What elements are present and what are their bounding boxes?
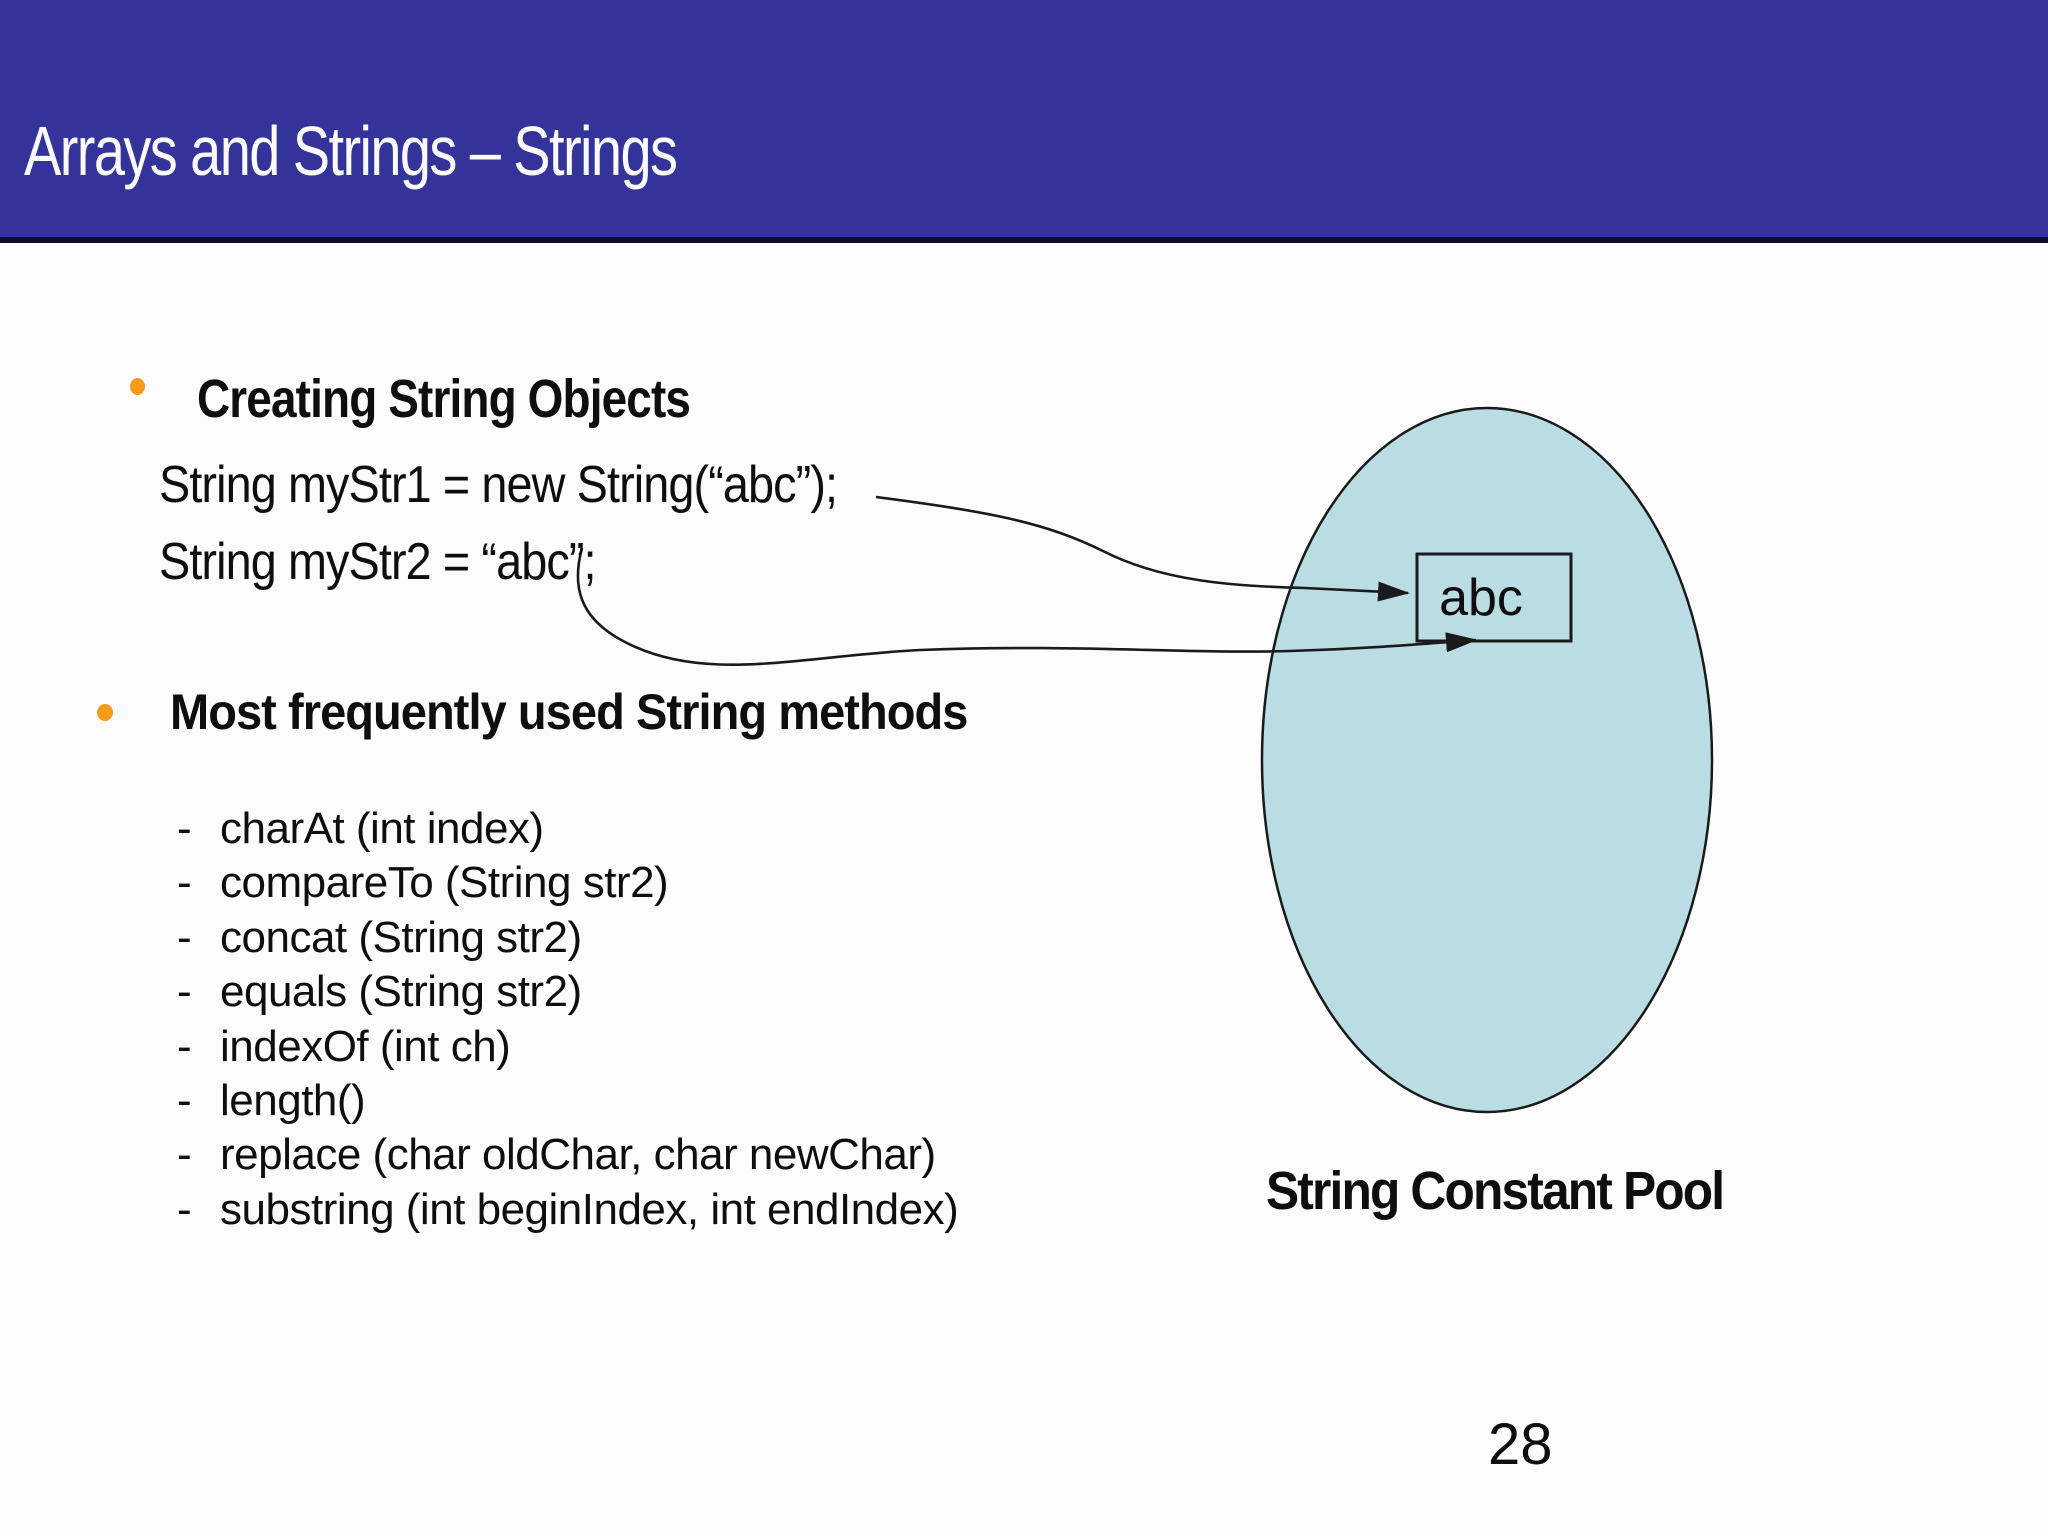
abc-box-label: abc xyxy=(1439,568,1523,627)
list-item: - length() xyxy=(177,1074,958,1128)
list-item: - concat (String str2) xyxy=(177,911,958,965)
method-label: indexOf (int ch) xyxy=(220,1021,511,1071)
methods-heading: Most frequently used String methods xyxy=(170,684,968,740)
code-line-2: String myStr2 = “abc”; xyxy=(159,533,597,591)
list-item: - charAt (int index) xyxy=(177,802,958,856)
abc-box xyxy=(1415,552,1573,643)
bullet-icon xyxy=(130,378,145,395)
code-line-1: String myStr1 = new String(“abc”); xyxy=(159,456,838,514)
bullet-icon xyxy=(97,704,113,721)
arrow-mystr1 xyxy=(875,495,1410,602)
creating-heading: Creating String Objects xyxy=(197,369,691,429)
code-block: String myStr1 = new String(“abc”); Strin… xyxy=(159,447,838,601)
dash-icon: - xyxy=(177,912,192,962)
dash-icon: - xyxy=(177,1184,192,1234)
dash-icon: - xyxy=(177,967,192,1017)
arrow-mystr2 xyxy=(576,547,1478,666)
method-label: replace (char oldChar, char newChar) xyxy=(220,1130,936,1180)
dash-icon: - xyxy=(177,804,192,853)
list-item: - substring (int beginIndex, int endInde… xyxy=(177,1183,959,1237)
methods-list: - charAt (int index) - compareTo (String… xyxy=(177,802,959,1237)
method-label: substring (int beginIndex, int endIndex) xyxy=(220,1184,959,1234)
dash-icon: - xyxy=(177,1021,192,1071)
header-underline xyxy=(0,237,2048,243)
list-item: - equals (String str2) xyxy=(177,965,958,1019)
dash-icon: - xyxy=(177,858,192,908)
string-constant-pool-label: String Constant Pool xyxy=(1266,1161,1725,1221)
list-item: - compareTo (String str2) xyxy=(177,856,958,910)
dash-icon: - xyxy=(177,1076,192,1126)
list-item: - replace (char oldChar, char newChar) xyxy=(177,1128,958,1182)
string-pool-ellipse xyxy=(1260,406,1714,1114)
method-label: equals (String str2) xyxy=(220,967,582,1017)
method-label: length() xyxy=(220,1076,366,1126)
method-label: concat (String str2) xyxy=(220,912,582,962)
header-bar xyxy=(0,0,2048,237)
method-label: compareTo (String str2) xyxy=(220,858,669,908)
method-label: charAt (int index) xyxy=(220,804,544,853)
page-number: 28 xyxy=(1488,1412,1553,1477)
dash-icon: - xyxy=(177,1130,192,1180)
slide-title: Arrays and Strings – Strings xyxy=(24,112,678,190)
list-item: - indexOf (int ch) xyxy=(177,1020,958,1074)
